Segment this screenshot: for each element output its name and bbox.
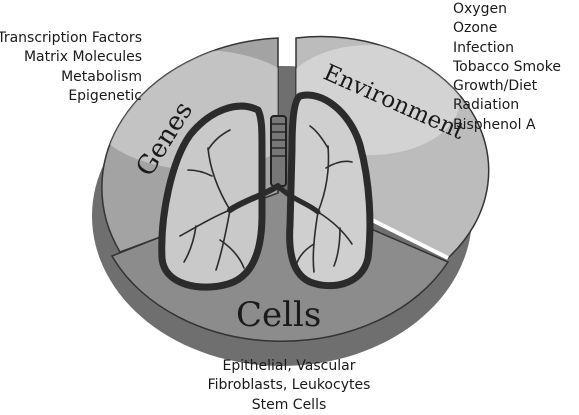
right-lung [286,91,374,290]
environment-factor-item: Growth/Diet [453,78,538,95]
bronchial-tree [179,125,353,273]
cells-type-item: Fibroblasts, Leukocytes [207,377,371,394]
genes-factor-item: Metabolism [61,68,142,85]
left-lung [158,102,266,291]
environment-factor-list: Oxygen Ozone Infection Tobacco Smoke Gro… [453,0,561,135]
environment-factor-item: Oxygen [453,1,507,17]
cells-segment-label: Cells [236,295,321,335]
genes-factor-item: Transcription Factors [0,30,142,46]
cells-type-item: Stem Cells [251,396,327,413]
lungs-icon [158,91,374,291]
environment-factor-item: Infection [453,39,515,56]
environment-factor-item: Tobacco Smoke [453,58,561,75]
environment-factor-item: Radiation [453,97,520,114]
genes-factor-list: Transcription Factors Matrix Molecules M… [0,29,142,106]
genes-factor-item: Epigenetic [68,87,142,104]
environment-factor-item: Ozone [453,20,498,37]
cells-type-list: Epithelial, Vascular Fibroblasts, Leukoc… [208,357,371,415]
environment-factor-item: Bisphenol A [453,116,536,133]
cells-type-item: Epithelial, Vascular [222,358,356,374]
trachea [270,115,287,187]
genes-factor-item: Matrix Molecules [23,49,142,66]
